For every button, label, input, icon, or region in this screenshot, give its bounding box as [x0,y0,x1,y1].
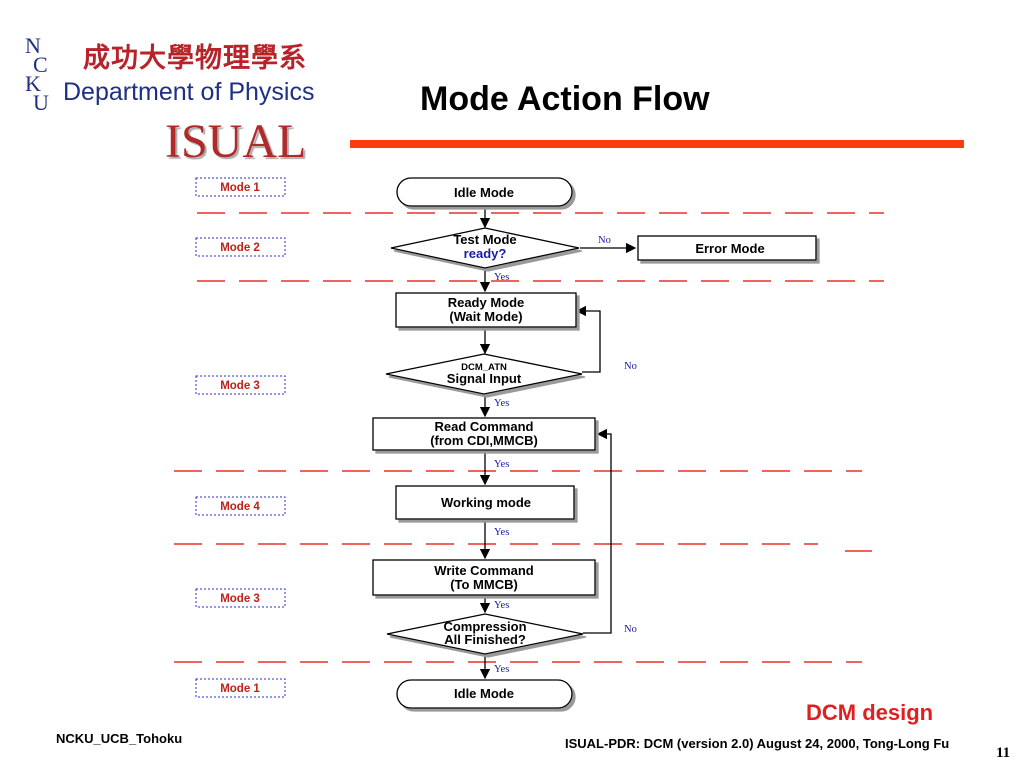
mode-label: Mode 2 [220,242,260,254]
wait-mode-label: (Wait Mode) [449,309,522,324]
mode-label: Mode 1 [220,683,260,695]
logo-letter: U [33,90,49,115]
idle-mode-top-label: Idle Mode [454,185,514,200]
yes-label: Yes [494,459,509,470]
footer-document-info: ISUAL-PDR: DCM (version 2.0) August 24, … [565,736,950,751]
logo-letter: K [25,71,41,96]
yes-label: Yes [494,664,509,675]
mode-separators [174,212,884,663]
write-command-label: Write Command [434,563,533,578]
signal-input-label: Signal Input [447,371,522,386]
loop-connector [575,305,601,373]
mode-label: Mode 4 [220,501,260,513]
compression-decision [386,613,584,655]
test-mode-decision [390,227,580,269]
ready-mode-label: Ready Mode [448,295,525,310]
yes-label: Yes [494,600,509,611]
no-label: No [598,235,611,246]
error-mode-label: Error Mode [695,241,764,256]
flow-connectors [479,205,637,680]
slide-title: Mode Action Flow [420,80,710,118]
mode-box [195,177,286,197]
ready-mode-node [395,292,577,328]
footer-affiliation: NCKU_UCB_Tohoku [56,731,183,746]
title-underline [350,140,964,148]
mode-label: Mode 1 [220,182,260,194]
idle-mode-bottom-label: Idle Mode [454,686,514,701]
test-mode-label: Test Mode [453,232,516,247]
flow-nodes: Idle Mode Test Mode ready? Error Mode Re… [372,177,817,709]
read-command-label: Read Command [435,419,534,434]
read-command-source-label: (from CDI,MMCB) [430,433,538,448]
university-name: 成功大學物理學系 [83,43,307,74]
mode-box [195,237,286,257]
ncku-physics-logo: N C K U 成功大學物理學系 Department of Physics I… [25,33,325,169]
mode-box [195,496,286,516]
page-number: 11 [996,745,1011,761]
read-command-node [372,417,596,451]
write-command-target-label: (To MMCB) [450,577,518,592]
mode-label: Mode 3 [220,380,260,392]
ncku-letters: N C K U [25,33,55,115]
signal-input-decision [385,353,583,395]
working-mode-label: Working mode [441,495,531,510]
working-mode-node [395,485,575,520]
mode-box [195,588,286,608]
mode-box [195,678,286,698]
logo-letter: C [33,52,48,77]
test-mode-ready-label: ready? [464,246,507,261]
no-label: No [624,624,637,635]
loop-connector [583,428,612,634]
brand-footer: DCM design [806,700,934,725]
yes-label: Yes [494,398,509,409]
write-command-node [372,559,596,596]
yes-label: Yes [494,527,509,538]
logo-letter: N [25,33,41,58]
department-name: Department of Physics [63,78,315,106]
mode-box [195,375,286,395]
idle-mode-top-node [396,177,573,207]
idle-mode-bottom-node [396,679,573,709]
mode-label: Mode 3 [220,593,260,605]
mode-labels: Mode 1 Mode 2 Mode 3 Mode 4 Mode 3 Mode … [195,177,286,698]
yes-label: Yes [494,272,509,283]
error-mode-node [637,235,817,261]
no-label: No [624,361,637,372]
project-name: ISUAL [165,115,307,168]
dcm-atn-label: DCM_ATN [461,362,507,373]
compression-label: Compression [443,619,526,634]
all-finished-label: All Finished? [444,632,526,647]
edge-labels: No Yes No Yes Yes Yes Yes No Yes [494,235,637,675]
